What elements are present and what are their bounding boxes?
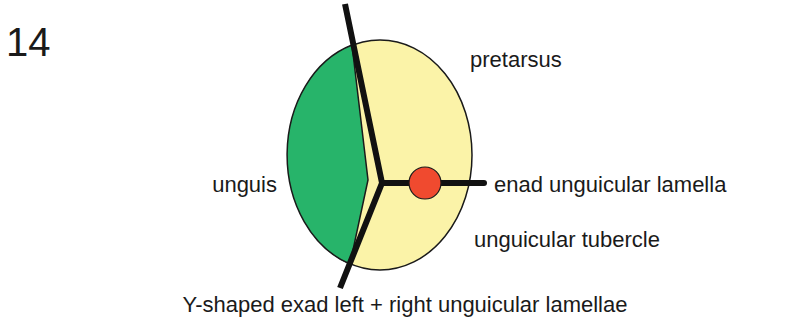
part-label: pretarsus — [470, 47, 562, 72]
unguicular-tubercle — [409, 167, 441, 199]
enad-lamella — [440, 180, 484, 186]
part-label: unguis — [212, 172, 277, 197]
part-label: unguicular tubercle — [474, 227, 660, 252]
unguis-region — [287, 45, 368, 264]
exad-lamellae — [340, 4, 382, 288]
pretarsus-ellipse — [288, 40, 472, 270]
enad-lamella — [380, 180, 410, 186]
figure-number: 14 — [6, 19, 51, 65]
part-label: enad unguicular lamella — [494, 172, 726, 197]
caption-label: Y-shaped exad left + right unguicular la… — [183, 292, 628, 317]
